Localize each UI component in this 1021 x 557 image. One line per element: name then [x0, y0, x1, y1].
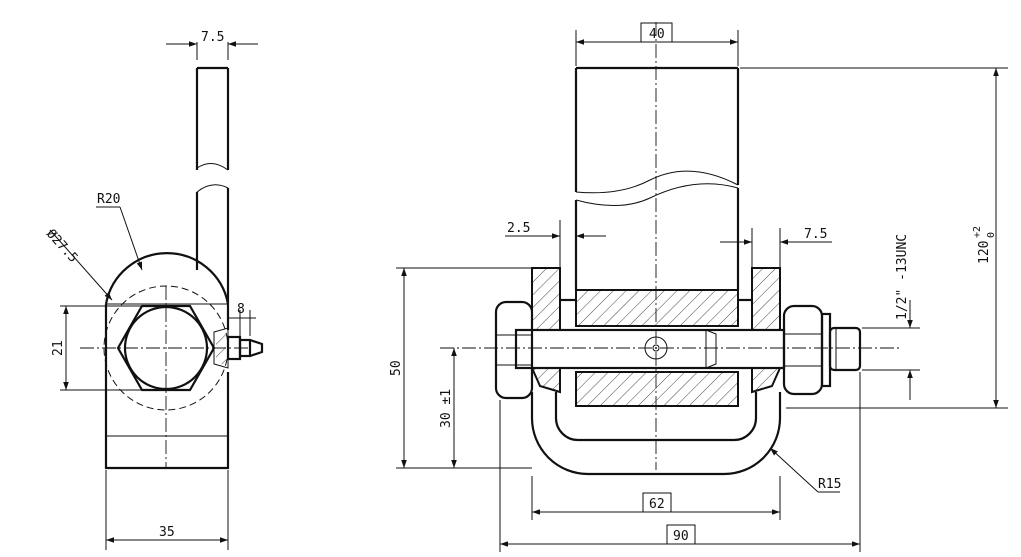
- dim-gap-left: 2.5: [507, 221, 530, 236]
- dim-tol-bottom: 0: [986, 232, 997, 238]
- dim-thread: 1/2" -13UNC: [895, 234, 910, 320]
- nut: [782, 304, 862, 396]
- grease-nipple: [213, 327, 264, 369]
- dim-diameter: Ø27.5: [43, 227, 80, 266]
- dim-left-plate: 7.5: [201, 30, 224, 45]
- dim-tol-top: +2: [972, 226, 983, 238]
- dim-nipple: 8: [237, 302, 245, 317]
- dim-hex-width: 21: [51, 340, 66, 356]
- dim-r20: R20: [97, 192, 120, 207]
- dim-overall-height: 120: [977, 241, 992, 264]
- dim-overall-width: 90: [673, 529, 689, 544]
- dim-tube-width: 40: [649, 27, 665, 42]
- dim-block-height: 50: [389, 360, 404, 376]
- dim-bolt-height: 30 ±1: [439, 389, 454, 428]
- dim-plate-right: 7.5: [804, 227, 827, 242]
- dim-u-radius: R15: [818, 477, 841, 492]
- dim-side-width: 35: [159, 525, 175, 540]
- side-view: 7.5 R20 Ø27.5 21 8 35: [43, 30, 264, 550]
- front-view: 40 2.5 7.5 120 +2 0 1/2" -13UNC 50: [389, 22, 1008, 552]
- dim-u-width: 62: [649, 497, 665, 512]
- bolt-head: [494, 300, 534, 400]
